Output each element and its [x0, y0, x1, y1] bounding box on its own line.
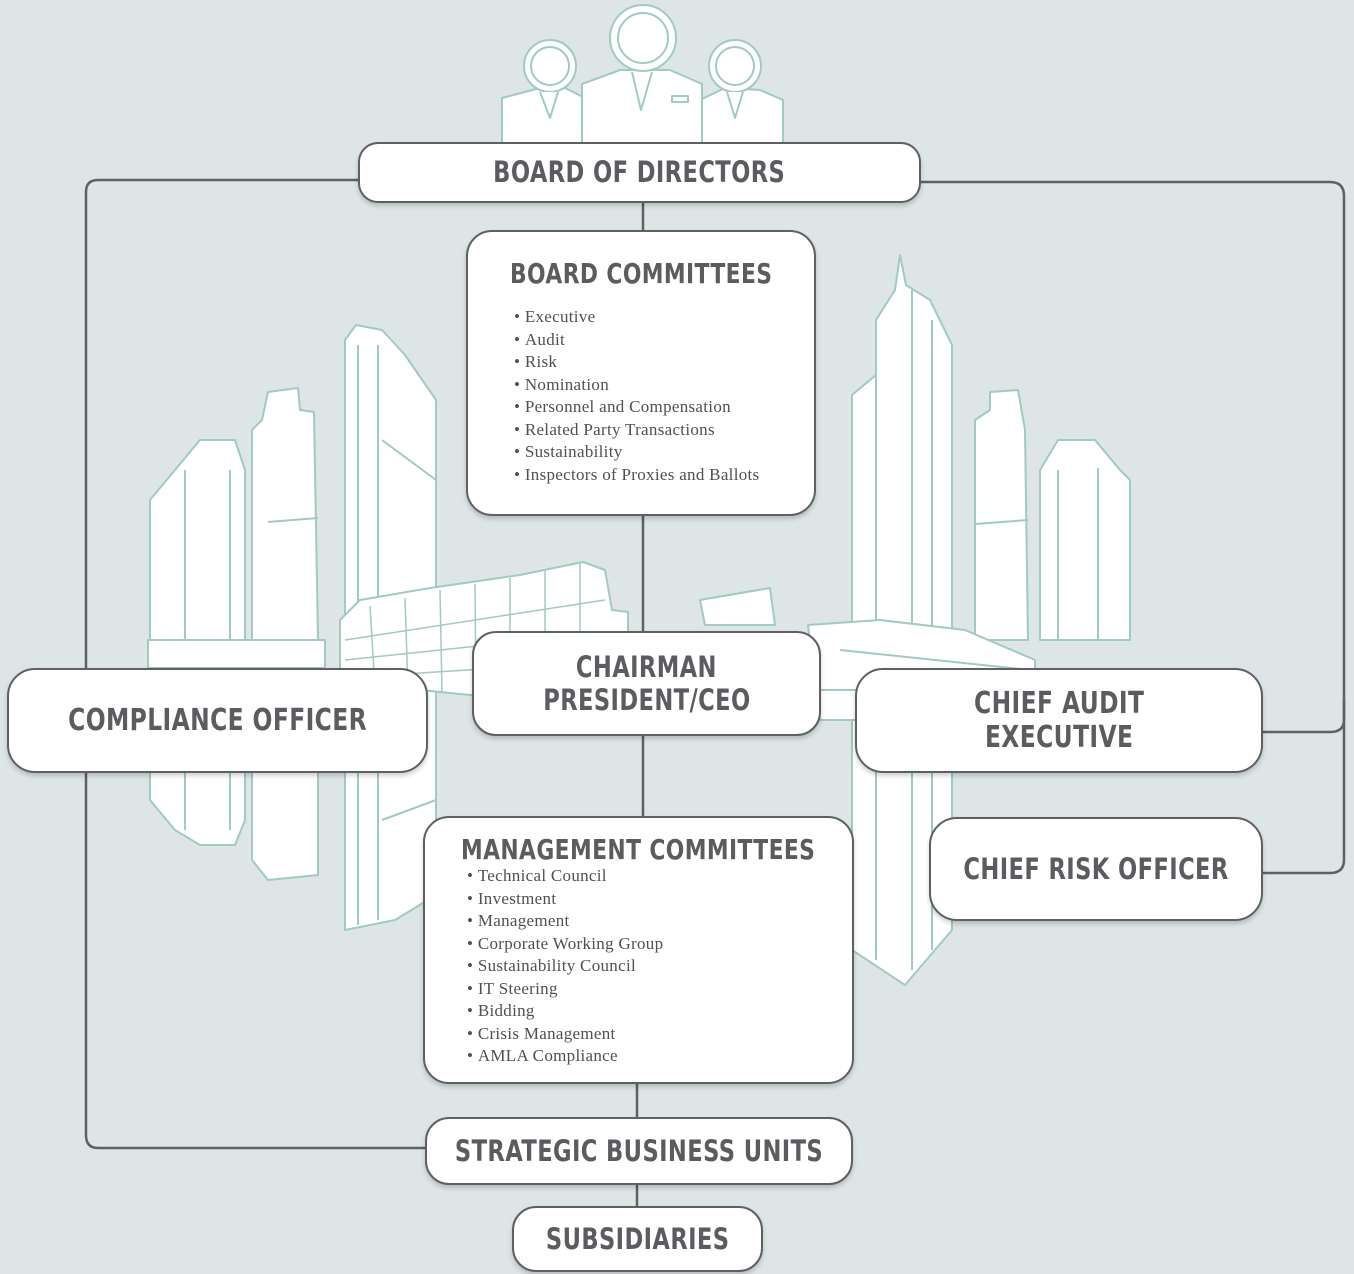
chief-audit-label: CHIEF AUDIT [973, 685, 1145, 721]
list-item: Personnel and Compensation [514, 396, 759, 419]
list-item: Related Party Transactions [514, 419, 759, 442]
executive-label: EXECUTIVE [984, 719, 1134, 755]
strategic-business-units-label: STRATEGIC BUSINESS UNITS [454, 1133, 824, 1168]
board-committees-title: BOARD COMMITTEES [509, 257, 773, 290]
list-item: Technical Council [467, 865, 663, 888]
list-item: Executive [514, 306, 759, 329]
chief-risk-officer-node: CHIEF RISK OFFICER [929, 817, 1263, 921]
chairman-label: CHAIRMAN [576, 650, 717, 685]
list-item: Crisis Management [467, 1023, 663, 1046]
list-item: Sustainability Council [467, 955, 663, 978]
board-committees-list: Executive Audit Risk Nomination Personne… [514, 306, 759, 486]
list-item: Risk [514, 351, 759, 374]
connector-lines [84, 178, 1346, 1208]
board-committees-node: BOARD COMMITTEES Executive Audit Risk No… [466, 230, 816, 516]
chairman-president-ceo-node: CHAIRMAN PRESIDENT/CEO [472, 631, 821, 736]
list-item: Bidding [467, 1000, 663, 1023]
list-item: Nomination [514, 374, 759, 397]
chief-audit-executive-node: CHIEF AUDIT EXECUTIVE [855, 668, 1263, 773]
compliance-officer-node: COMPLIANCE OFFICER [7, 668, 428, 773]
list-item: IT Steering [467, 978, 663, 1001]
compliance-officer-label: COMPLIANCE OFFICER [68, 702, 367, 738]
management-committees-list: Technical Council Investment Management … [467, 865, 663, 1068]
list-item: Corporate Working Group [467, 933, 663, 956]
president-ceo-label: PRESIDENT/CEO [542, 682, 751, 717]
list-item: AMLA Compliance [467, 1045, 663, 1068]
board-of-directors-label: BOARD OF DIRECTORS [493, 155, 786, 190]
subsidiaries-label: SUBSIDIARIES [545, 1221, 730, 1256]
list-item: Sustainability [514, 441, 759, 464]
list-item: Inspectors of Proxies and Ballots [514, 464, 759, 487]
strategic-business-units-node: STRATEGIC BUSINESS UNITS [425, 1117, 853, 1185]
chief-risk-officer-label: CHIEF RISK OFFICER [963, 851, 1229, 886]
list-item: Audit [514, 329, 759, 352]
subsidiaries-node: SUBSIDIARIES [512, 1206, 763, 1272]
management-committees-node: MANAGEMENT COMMITTEES Technical Council … [423, 816, 854, 1084]
management-committees-title: MANAGEMENT COMMITTEES [461, 833, 816, 866]
board-of-directors-node: BOARD OF DIRECTORS [358, 142, 921, 203]
list-item: Investment [467, 888, 663, 911]
city-skyline-illustration [147, 4, 1131, 986]
list-item: Management [467, 910, 663, 933]
